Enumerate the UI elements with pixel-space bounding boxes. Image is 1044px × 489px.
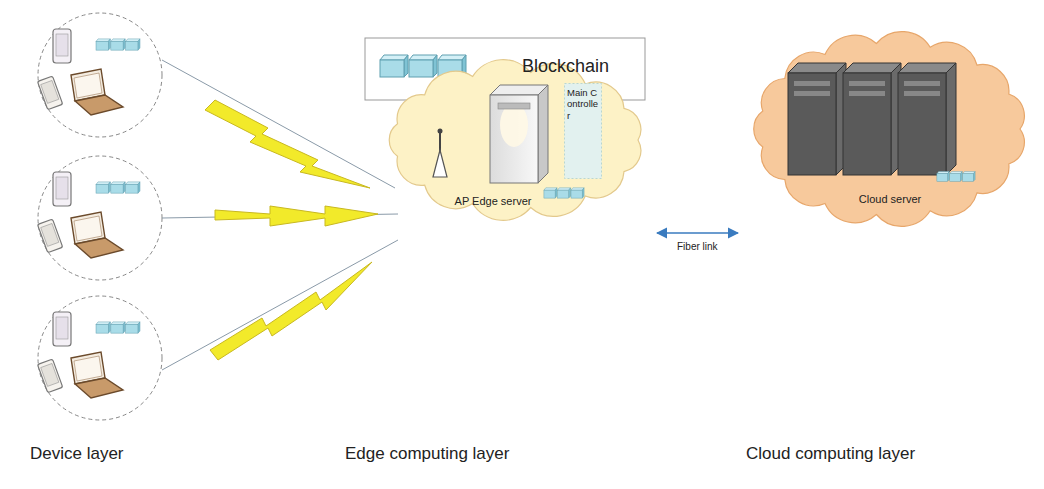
layer-label: Edge computing layer [345,444,509,464]
cloud-region-outline [740,25,1040,250]
node-text: Main Controller [567,87,599,121]
edge-cloud-outline [378,55,655,240]
edge-cloud: AP Edge server Main Controller [378,55,655,240]
node-text: Cloud server [830,193,950,206]
device-group [37,13,162,420]
layer-label: Device layer [30,444,124,464]
controller-panel: Main Controller [564,83,602,179]
edge-label: Fiber link [677,241,718,252]
fiber-connector [657,232,738,234]
cloud-region: Cloud server [740,25,1040,250]
legend-text: Blockchain [522,56,609,77]
layer-label: Cloud computing layer [746,444,915,464]
wireless-link [162,60,398,370]
node-text: AP Edge server [418,195,568,208]
